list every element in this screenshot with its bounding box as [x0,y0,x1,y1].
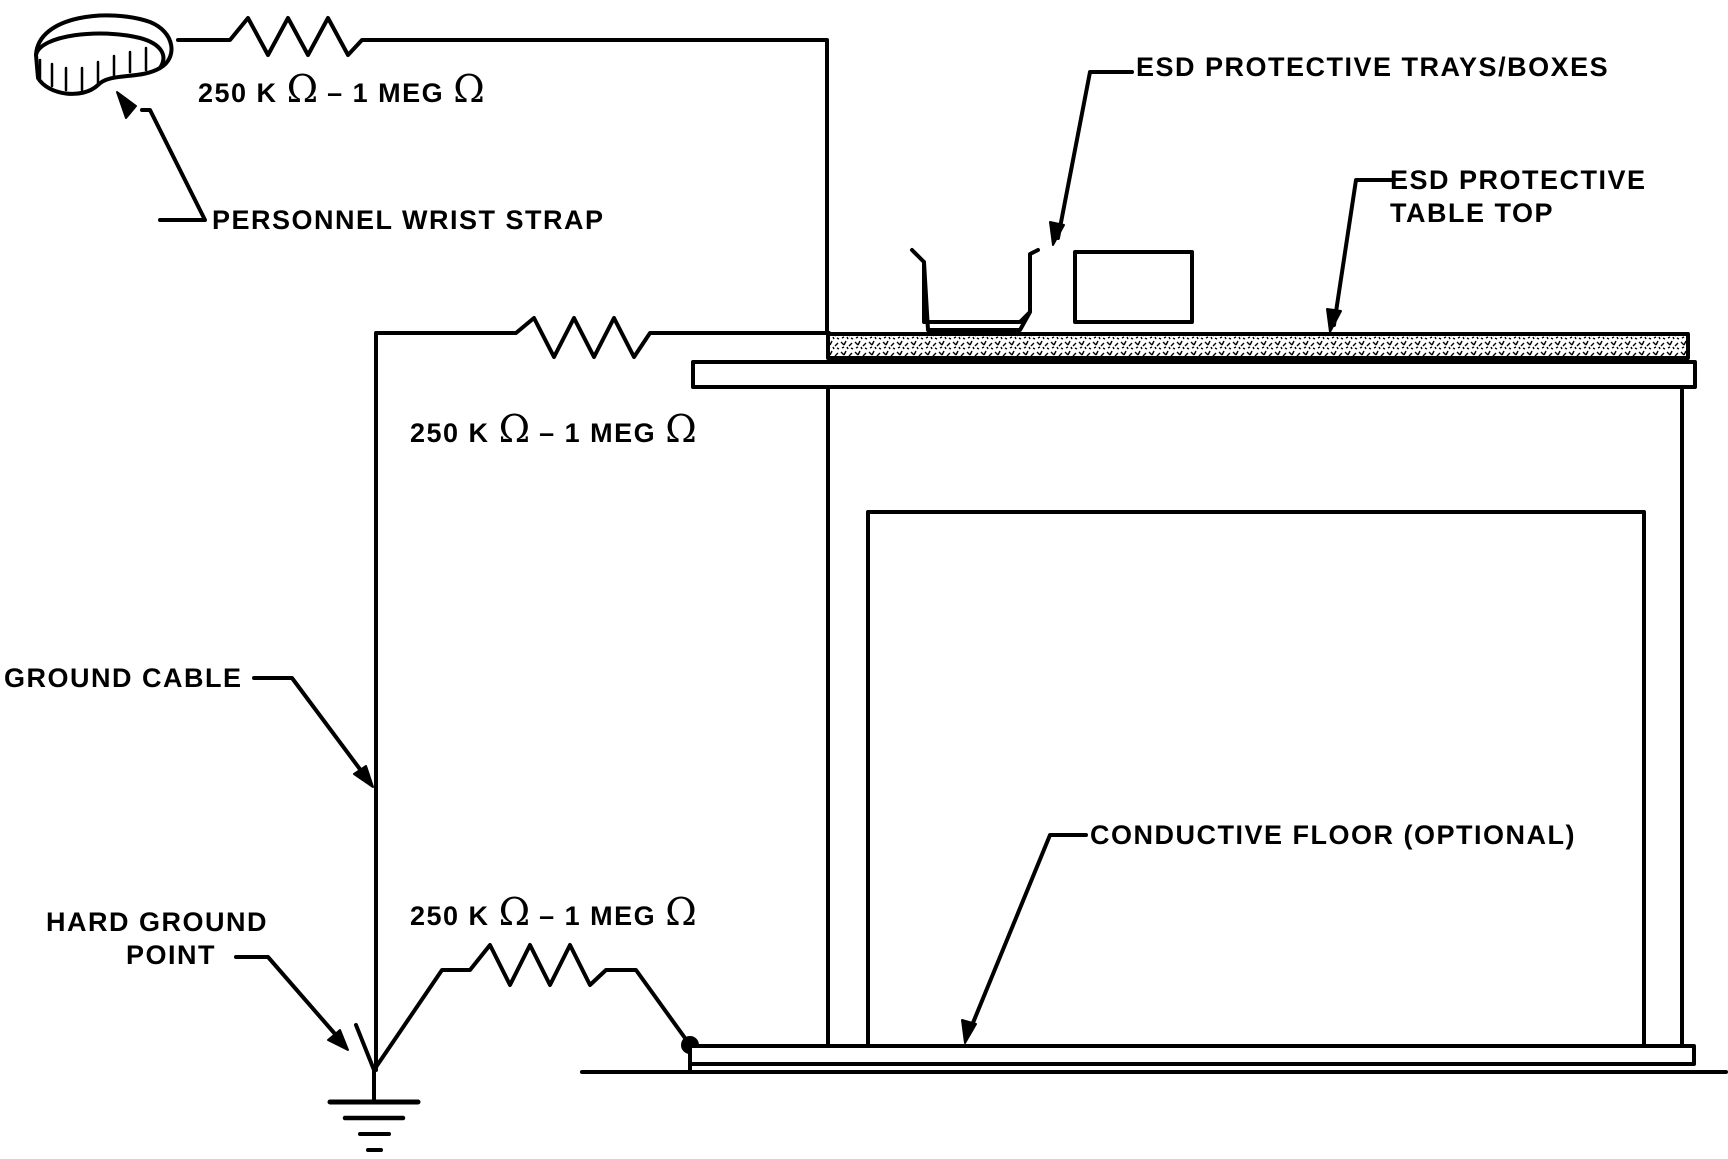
resistor-bottom-value: 250 K [410,901,490,931]
resistor-top-dash: – [327,78,344,108]
resistor-middle-value: 250 K [410,418,490,448]
conductive-floor-strip [688,1044,1696,1066]
ohm-symbol: Ω [665,407,697,451]
hard-ground-label-line2: POINT [126,940,217,970]
conductive-floor-label: CONDUCTIVE FLOOR (OPTIONAL) [1090,820,1576,850]
table-frame-top [691,360,1697,389]
resistor-middle [374,316,831,1072]
table-top-label-line2: TABLE TOP [1390,198,1555,228]
resistor-bottom-label: 250 K Ω – 1 MEG Ω [410,893,697,933]
resistor-top-label: 250 K Ω – 1 MEG Ω [198,70,485,110]
box-icon [1073,250,1194,324]
table-top-label-line1: ESD PROTECTIVE [1390,165,1647,195]
resistor-top-value: 250 K [198,78,278,108]
wrist-strap-icon [34,13,174,96]
hard-ground-label-line1: HARD GROUND [46,907,268,937]
ohm-symbol: Ω [498,407,531,451]
resistor-middle-dash: – [539,418,556,448]
ohm-symbol: Ω [498,890,531,934]
tray-icon [910,248,1040,332]
ground-cable-label: GROUND CABLE [4,663,243,693]
resistor-middle-tail: 1 MEG [564,418,657,448]
resistor-top [176,16,829,335]
wrist-strap-label: PERSONNEL WRIST STRAP [212,205,605,235]
resistor-top-tail: 1 MEG [352,78,445,108]
resistor-middle-label: 250 K Ω – 1 MEG Ω [410,410,697,450]
resistor-bottom-dash: – [539,901,556,931]
table-top-slab [826,332,1690,360]
resistor-bottom-tail: 1 MEG [564,901,657,931]
trays-label: ESD PROTECTIVE TRAYS/BOXES [1136,52,1610,82]
ohm-symbol: Ω [286,67,319,111]
resistor-bottom [372,943,692,1072]
ohm-symbol: Ω [665,890,697,934]
ground-symbol-icon [327,1068,421,1152]
ohm-symbol: Ω [453,67,485,111]
